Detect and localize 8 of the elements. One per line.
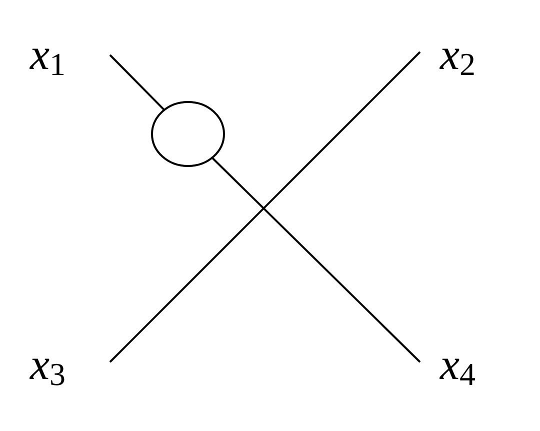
variable-label: x$_{4}$ — [440, 340, 476, 399]
propagator-line — [109, 51, 421, 363]
propagator-line — [211, 157, 421, 363]
propagator-line — [109, 54, 165, 111]
variable-label: x$_{3}$ — [30, 340, 66, 399]
vertex-circle — [150, 100, 226, 168]
variable-label: x$_{2}$ — [440, 30, 476, 89]
variable-label: x$_{1}$ — [30, 30, 66, 89]
